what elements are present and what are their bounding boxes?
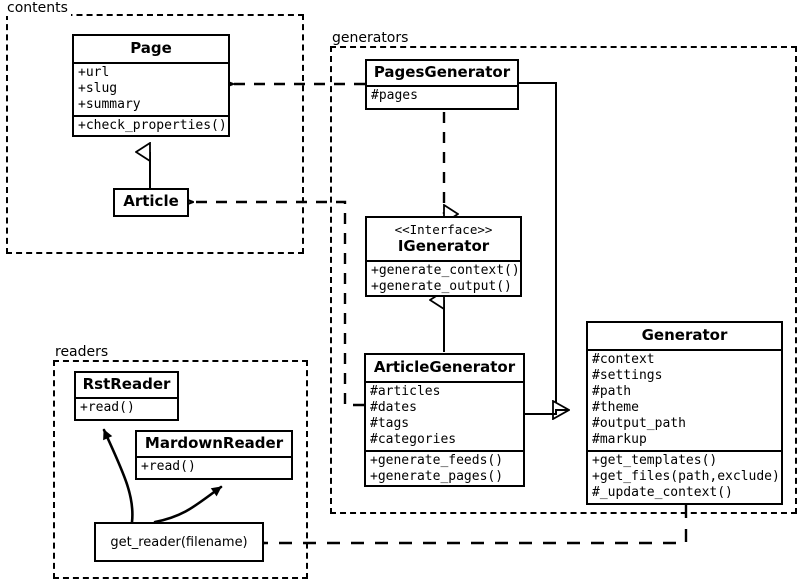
class-member: +generate_context() bbox=[371, 263, 520, 278]
class-member: #pages bbox=[371, 88, 418, 103]
class-member: #tags bbox=[370, 416, 410, 431]
class-generator[interactable]: Generator #context #settings #path #them… bbox=[586, 321, 783, 505]
class-member: #_update_context() bbox=[592, 485, 733, 500]
class-generator-name: Generator bbox=[641, 326, 728, 344]
class-member: #context bbox=[592, 352, 655, 367]
class-rst-reader[interactable]: RstReader +read() bbox=[74, 371, 179, 421]
class-member: #output_path bbox=[592, 416, 686, 431]
class-generator-methods: +get_templates() +get_files(path,exclude… bbox=[588, 450, 781, 503]
class-igenerator-stereotype: <<Interface>> bbox=[394, 222, 493, 237]
class-member: +get_files(path,exclude) bbox=[592, 469, 780, 484]
class-igenerator-methods: +generate_context() +generate_output() bbox=[367, 260, 520, 297]
package-generators-label: generators bbox=[331, 30, 412, 46]
class-member: #dates bbox=[370, 400, 417, 415]
relation-articlegenerator-inherits-generator bbox=[525, 409, 569, 415]
class-article-generator[interactable]: ArticleGenerator #articles #dates #tags … bbox=[364, 353, 525, 487]
class-member: +generate_feeds() bbox=[370, 453, 504, 468]
class-member: +get_templates() bbox=[592, 453, 718, 468]
class-markdown-reader-name: MardownReader bbox=[144, 434, 284, 452]
class-pages-generator-name: PagesGenerator bbox=[373, 63, 511, 81]
class-member: +check_properties() bbox=[78, 118, 227, 133]
class-member: #articles bbox=[370, 384, 441, 399]
package-contents-label: contents bbox=[6, 0, 71, 16]
relation-get-reader-returns-rstreader bbox=[102, 428, 134, 524]
function-get-reader[interactable]: get_reader(filename) bbox=[94, 522, 264, 562]
class-pages-generator[interactable]: PagesGenerator #pages bbox=[365, 59, 519, 110]
class-member: +slug bbox=[78, 81, 118, 96]
class-page[interactable]: Page +url +slug +summary +check_properti… bbox=[72, 34, 230, 137]
class-member: +url bbox=[78, 65, 110, 80]
class-member: +read() bbox=[141, 459, 196, 474]
class-page-methods: +check_properties() bbox=[74, 115, 228, 136]
class-article-generator-methods: +generate_feeds() +generate_pages() bbox=[366, 450, 523, 487]
class-member: +summary bbox=[78, 97, 141, 112]
class-markdown-reader[interactable]: MardownReader +read() bbox=[135, 430, 293, 480]
relation-get-reader-returns-markdownreader bbox=[153, 485, 223, 524]
class-igenerator[interactable]: <<Interface>> IGenerator +generate_conte… bbox=[365, 216, 522, 297]
class-page-name: Page bbox=[130, 39, 172, 57]
class-member: #path bbox=[592, 384, 632, 399]
class-rst-reader-name: RstReader bbox=[82, 375, 171, 393]
package-readers bbox=[53, 360, 308, 579]
package-generators bbox=[330, 46, 797, 514]
class-page-attributes: +url +slug +summary bbox=[74, 62, 228, 115]
class-markdown-reader-methods: +read() bbox=[137, 456, 291, 477]
function-get-reader-label: get_reader(filename) bbox=[110, 534, 248, 550]
class-generator-attributes: #context #settings #path #theme #output_… bbox=[588, 349, 781, 450]
relation-generator-depends-on-get-reader bbox=[265, 505, 688, 543]
class-pages-generator-attributes: #pages bbox=[367, 85, 517, 106]
class-igenerator-name: IGenerator bbox=[397, 237, 490, 255]
package-readers-label: readers bbox=[54, 344, 112, 360]
class-member: +read() bbox=[80, 400, 135, 415]
class-article[interactable]: Article bbox=[113, 188, 189, 217]
class-member: #markup bbox=[592, 432, 647, 447]
class-member: +generate_output() bbox=[371, 279, 512, 294]
class-article-name: Article bbox=[123, 192, 179, 210]
class-member: #categories bbox=[370, 432, 457, 447]
class-article-generator-attributes: #articles #dates #tags #categories bbox=[366, 381, 523, 450]
class-member: #theme bbox=[592, 400, 639, 415]
class-article-generator-name: ArticleGenerator bbox=[373, 358, 516, 376]
class-member: +generate_pages() bbox=[370, 469, 504, 484]
relation-articlegenerator-depends-on-article bbox=[193, 202, 364, 407]
package-contents bbox=[6, 14, 304, 254]
class-rst-reader-methods: +read() bbox=[76, 397, 177, 418]
class-member: #settings bbox=[592, 368, 663, 383]
